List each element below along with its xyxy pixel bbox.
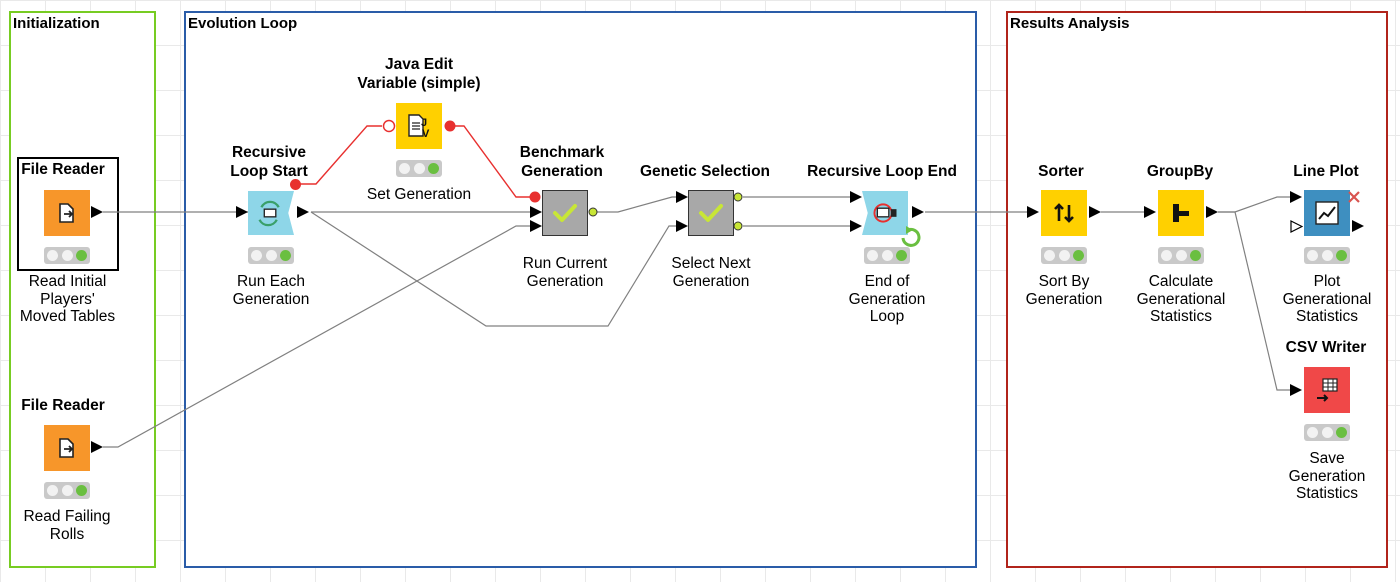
output-port[interactable] — [91, 206, 103, 218]
output-port[interactable] — [912, 206, 924, 218]
node-title: Sorter — [1038, 163, 1084, 180]
input-port[interactable] — [676, 191, 688, 203]
node-status — [396, 160, 442, 177]
input-port[interactable] — [850, 191, 862, 203]
node-title: Recursive Loop End — [807, 163, 957, 180]
error-x-icon — [1348, 191, 1360, 203]
variable-connection-loopstart-to-java — [296, 125, 382, 185]
checkmark-icon[interactable] — [542, 190, 588, 236]
node-status — [248, 247, 294, 264]
optional-input-port[interactable] — [1290, 220, 1303, 233]
input-port[interactable] — [1290, 384, 1302, 396]
variable-output-port[interactable] — [289, 178, 302, 191]
file-reader-icon[interactable] — [44, 190, 90, 236]
connection-benchmark-to-selection — [597, 196, 686, 213]
output-port[interactable] — [1206, 206, 1218, 218]
connection-loopstart-to-selection — [310, 211, 686, 327]
node-status — [44, 247, 90, 264]
node-description: Set Generation — [366, 186, 472, 203]
group-results-analysis: Results Analysis — [1006, 11, 1388, 568]
node-status — [1158, 247, 1204, 264]
node-title: GroupBy — [1146, 163, 1214, 180]
group-title: Initialization — [13, 15, 100, 32]
svg-text:J: J — [421, 117, 427, 129]
input-port[interactable] — [1290, 191, 1302, 203]
node-title: CSV Writer — [1285, 339, 1367, 356]
node-title: File Reader — [21, 161, 105, 178]
connection-groupby-to-csvwriter — [1218, 211, 1290, 391]
output-port[interactable] — [588, 207, 598, 217]
group-initialization: Initialization — [9, 11, 156, 568]
sort-icon[interactable] — [1041, 190, 1087, 236]
group-evolution-loop: Evolution Loop — [184, 11, 977, 568]
connection-reader2-to-benchmark — [103, 225, 530, 448]
output-port[interactable] — [733, 221, 743, 231]
group-title: Evolution Loop — [188, 15, 298, 32]
variable-input-port[interactable] — [382, 119, 396, 133]
input-port[interactable] — [530, 220, 542, 232]
node-status — [1304, 424, 1350, 441]
csv-writer-icon[interactable] — [1304, 367, 1350, 413]
loop-end-icon[interactable] — [862, 190, 908, 236]
variable-output-port[interactable] — [443, 119, 457, 133]
file-reader-icon[interactable] — [44, 425, 90, 471]
loop-refresh-icon — [901, 226, 921, 247]
input-port[interactable] — [1144, 206, 1156, 218]
output-port[interactable] — [1089, 206, 1101, 218]
node-selection-box — [17, 157, 119, 271]
output-port[interactable] — [733, 192, 743, 202]
node-status — [44, 482, 90, 499]
node-title: File Reader — [21, 397, 105, 414]
variable-input-port[interactable] — [528, 190, 542, 204]
input-port[interactable] — [530, 206, 542, 218]
input-port[interactable] — [676, 220, 688, 232]
input-port[interactable] — [850, 220, 862, 232]
node-status — [1304, 247, 1350, 264]
node-title: Genetic Selection — [639, 163, 771, 180]
output-port[interactable] — [91, 441, 103, 453]
output-port[interactable] — [1352, 220, 1364, 232]
input-port[interactable] — [1027, 206, 1039, 218]
groupby-icon[interactable] — [1158, 190, 1204, 236]
checkmark-icon[interactable] — [688, 190, 734, 236]
node-status — [1041, 247, 1087, 264]
group-title: Results Analysis — [1010, 15, 1130, 32]
input-port[interactable] — [236, 206, 248, 218]
node-status — [864, 247, 910, 264]
node-title: Line Plot — [1293, 163, 1359, 180]
connection-groupby-to-lineplot — [1218, 196, 1290, 213]
variable-connection-java-to-benchmark — [450, 125, 533, 198]
line-plot-icon[interactable] — [1304, 190, 1350, 236]
java-icon[interactable]: J V — [396, 103, 442, 149]
loop-start-icon[interactable] — [248, 190, 294, 236]
output-port[interactable] — [297, 206, 309, 218]
svg-text:V: V — [422, 128, 430, 140]
